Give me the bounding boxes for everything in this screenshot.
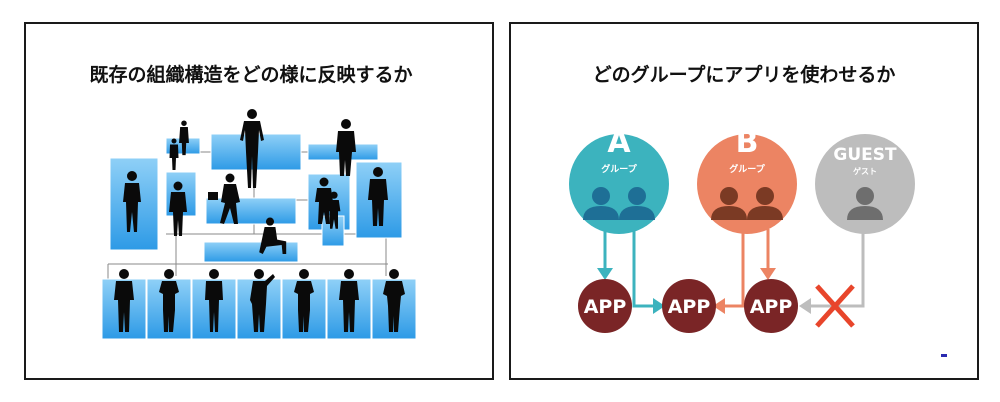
org-structure-panel: 既存の組織構造をどの様に反映するか <box>24 22 494 380</box>
group-b-sub: グループ <box>729 163 765 175</box>
group-b: B グループ <box>697 125 797 234</box>
app-3: APP <box>744 279 798 333</box>
group-app-title: どのグループにアプリを使わせるか <box>592 64 896 86</box>
group-guest-letter: GUEST <box>833 145 897 165</box>
group-a-letter: A <box>607 125 631 160</box>
person-silhouettes <box>114 109 405 332</box>
group-a-person-icons <box>583 187 655 220</box>
access-arrows <box>597 229 865 314</box>
app-2: APP <box>662 279 716 333</box>
app-2-label: APP <box>668 296 711 318</box>
org-structure-title: 既存の組織構造をどの様に反映するか <box>89 64 413 86</box>
deny-x-icon <box>815 284 855 328</box>
group-guest: GUEST ゲスト <box>815 134 915 234</box>
group-app-panel: どのグループにアプリを使わせるか A グループ <box>509 22 979 380</box>
group-a: A グループ <box>569 125 669 234</box>
group-b-letter: B <box>736 125 759 160</box>
group-a-sub: グループ <box>601 163 637 175</box>
guest-person-icon <box>847 187 883 220</box>
arrow-guest-to-app3 <box>807 229 865 308</box>
org-box <box>203 241 299 263</box>
slide-mark <box>941 354 947 357</box>
arrow-b-to-app2 <box>721 229 745 308</box>
group-guest-sub: ゲスト <box>853 166 877 176</box>
app-1-label: APP <box>584 296 627 318</box>
group-b-person-icons <box>711 187 783 220</box>
org-chart-illustration <box>101 109 417 340</box>
app-3-label: APP <box>750 296 793 318</box>
app-1: APP <box>578 279 632 333</box>
arrow-a-to-app2 <box>632 229 657 308</box>
org-box <box>205 197 297 225</box>
group-app-diagram: A グループ B グループ GUEST ゲスト <box>569 125 947 357</box>
